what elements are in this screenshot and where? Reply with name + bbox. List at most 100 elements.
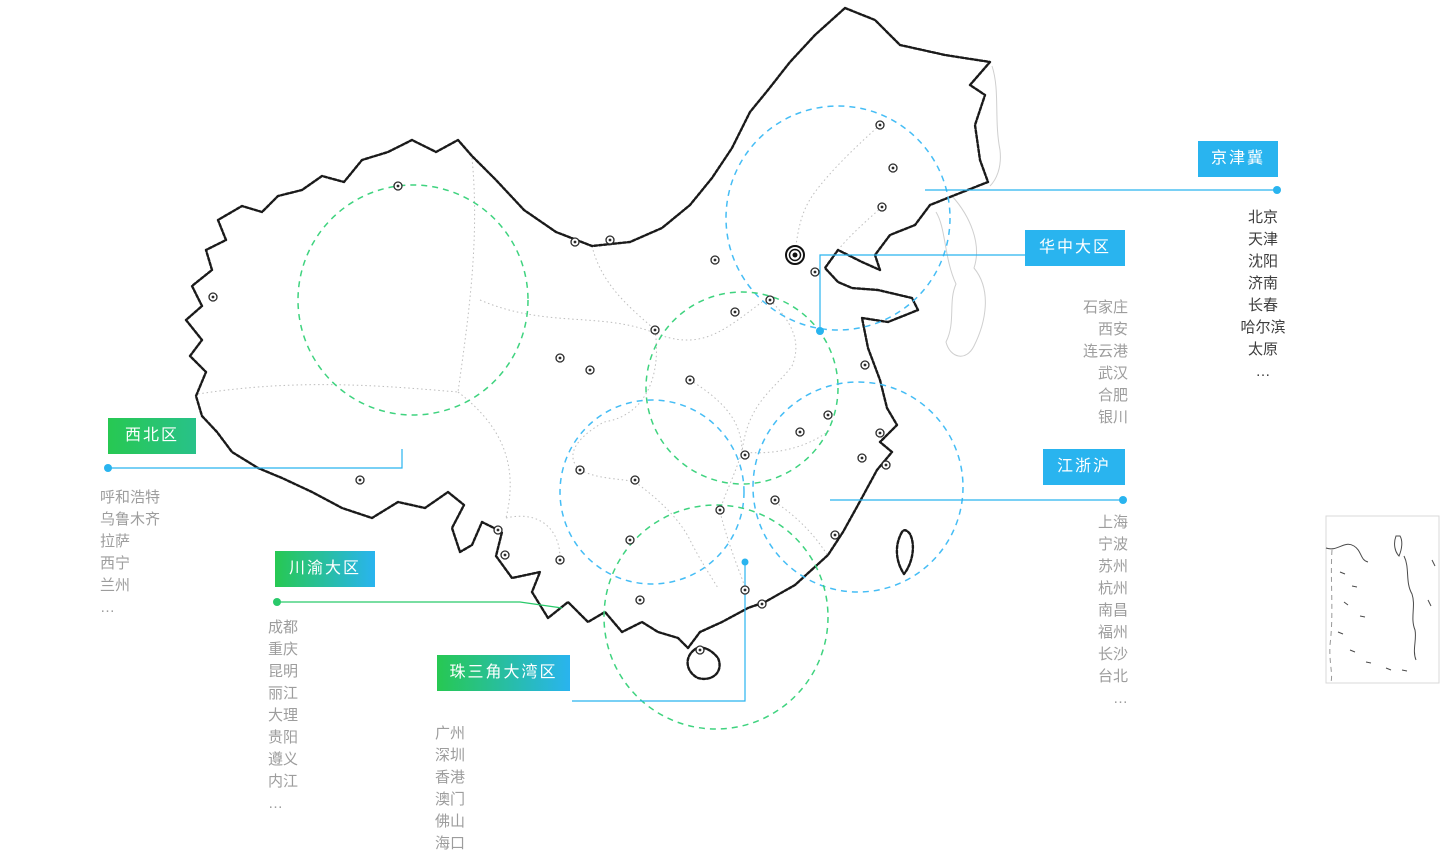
city-item: 宁波 [1097,536,1128,553]
city-item: 昆明 [268,663,299,680]
region-chip-zhusanjiao[interactable]: 珠三角大湾区 [437,655,570,691]
city-marker-icon [881,460,891,470]
leader-line-huazhong [819,254,1025,331]
city-item: 成都 [268,619,299,636]
city-list-chuanyu: 成都 重庆 昆明 丽江 大理 贵阳 遵义 内江 … [268,617,298,815]
coverage-circle-xibei [297,184,529,416]
city-marker-icon [810,267,820,277]
leader-dot-xibei [104,464,112,472]
city-marker-icon [770,495,780,505]
china-outline [184,6,992,681]
coverage-circle-chuanyu [559,399,745,585]
city-marker-icon [715,505,725,515]
city-item: 西安 [1097,321,1128,338]
coverage-circle-jingjinji [725,105,951,331]
city-item: 沈阳 [1247,253,1278,270]
city-marker-icon [585,365,595,375]
city-item: 拉萨 [100,533,131,550]
city-item: 天津 [1247,231,1278,248]
region-chip-huazhong[interactable]: 华中大区 [1025,230,1125,266]
city-item: 福州 [1097,624,1128,641]
city-item: … [1113,690,1128,707]
city-item: 太原 [1247,341,1278,358]
city-marker-icon [630,475,640,485]
city-list-huazhong: 石家庄 西安 连云港 武汉 合肥 银川 [1028,297,1128,429]
city-marker-icon [695,645,705,655]
city-marker-icon [575,465,585,475]
city-marker-icon [685,375,695,385]
leader-line-zhusanjiao [572,562,746,702]
city-item: … [1255,363,1271,380]
city-marker-icon [765,295,775,305]
coverage-circle-jiangzhehu [752,381,964,593]
coverage-circle-huazhong [645,291,839,485]
south-china-sea-inset [1325,515,1440,684]
city-marker-icon [635,595,645,605]
city-item: 杭州 [1097,580,1128,597]
city-item: 遵义 [268,751,299,768]
city-item: 武汉 [1097,365,1128,382]
leader-dot-chuanyu [273,598,281,606]
city-marker-icon [730,307,740,317]
city-item: 兰州 [100,577,131,594]
city-marker-icon [740,585,750,595]
city-marker-icon [823,410,833,420]
city-marker-icon [208,292,218,302]
city-item: 长春 [1247,297,1278,314]
city-item: 合肥 [1097,387,1128,404]
city-item: 丽江 [268,685,299,702]
province-borders [197,124,883,591]
city-item: 澳门 [435,791,466,808]
city-item: … [268,795,283,812]
city-marker-icon [650,325,660,335]
city-item: 西宁 [100,555,131,572]
city-item: 哈尔滨 [1240,319,1286,336]
city-marker-icon [757,599,767,609]
city-item: 深圳 [435,747,466,764]
leader-line-chuanyu [277,601,563,609]
coverage-circle-zhusanjiao [603,504,829,730]
city-marker-icon [393,181,403,191]
region-chip-jingjinji[interactable]: 京津冀 [1198,141,1278,177]
region-chip-jiangzhehu[interactable]: 江浙沪 [1043,449,1125,485]
city-item: 银川 [1097,409,1128,426]
leader-dot-zhusanjiao [741,558,749,566]
city-list-xibei: 呼和浩特 乌鲁木齐 拉萨 西宁 兰州 … [100,487,160,619]
city-item: 广州 [435,725,466,742]
city-markers [208,120,898,655]
city-item: 重庆 [268,641,299,658]
coverage-circles [297,105,964,730]
leader-dot-huazhong [816,327,824,335]
city-list-zhusanjiao: 广州 深圳 香港 澳门 佛山 海口 … [435,723,465,868]
city-marker-icon [888,163,898,173]
neighbor-coastline [935,65,1001,357]
city-item: 北京 [1247,209,1278,226]
city-marker-icon [875,428,885,438]
city-marker-icon [710,255,720,265]
city-item: 长沙 [1097,646,1128,663]
city-item: 佛山 [435,813,466,830]
city-marker-icon [625,535,635,545]
region-chip-chuanyu[interactable]: 川渝大区 [275,551,375,587]
city-item: 台北 [1097,668,1128,685]
leader-lines [104,186,1281,702]
city-marker-icon [493,525,503,535]
leader-dot-jingjinji [1273,186,1281,194]
city-marker-icon [740,450,750,460]
city-item: 贵阳 [268,729,299,746]
city-item: 内江 [268,773,299,790]
city-list-jiangzhehu: 上海 宁波 苏州 杭州 南昌 福州 长沙 台北 … [1028,512,1128,710]
city-item: 南昌 [1097,602,1128,619]
region-chip-xibei[interactable]: 西北区 [108,418,196,454]
city-marker-icon [555,555,565,565]
city-item: … [100,599,115,616]
city-marker-icon [877,202,887,212]
city-marker-icon [860,360,870,370]
city-item: 石家庄 [1082,299,1128,316]
capital-marker-icon [785,245,805,265]
city-item: 乌鲁木齐 [100,511,161,528]
city-list-jingjinji: 北京 天津 沈阳 济南 长春 哈尔滨 太原 … [1218,207,1308,383]
city-item: 上海 [1097,514,1128,531]
